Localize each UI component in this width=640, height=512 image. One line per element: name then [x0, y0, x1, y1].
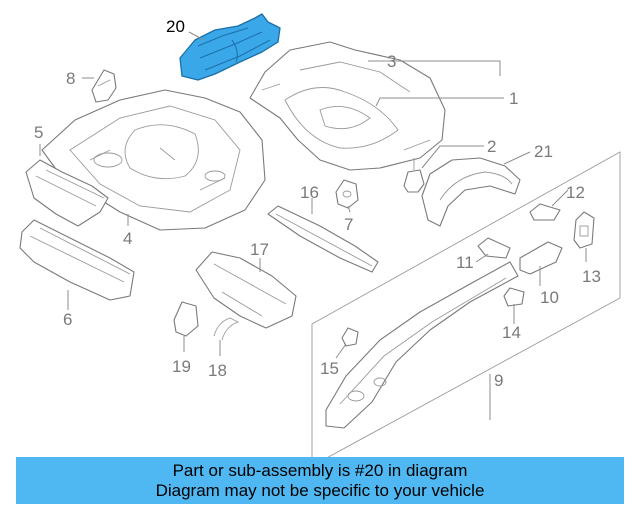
- part-21-wheelhouse[interactable]: [421, 157, 521, 227]
- part-9-side-member-panel[interactable]: [311, 151, 621, 467]
- part-1-rear-floor-pan[interactable]: [249, 41, 446, 171]
- part-15-bracket[interactable]: [341, 327, 359, 347]
- callout-13: 13: [582, 267, 601, 286]
- callout-9: 9: [494, 371, 503, 390]
- callout-3: 3: [387, 52, 396, 71]
- callout-17: 17: [250, 240, 269, 259]
- callout-6: 6: [63, 310, 72, 329]
- part-12-plate[interactable]: [529, 203, 561, 221]
- callout-16: 16: [300, 183, 319, 202]
- part-17-tunnel-cover[interactable]: [195, 251, 297, 329]
- part-18-clip[interactable]: [213, 317, 240, 341]
- callout-14: 14: [502, 323, 521, 342]
- callout-labels: 20 3 1 2 21 8 5 4 6 16 7 17 19 18 12 11 …: [34, 17, 601, 390]
- part-14-bracket[interactable]: [503, 287, 525, 307]
- part-19-bracket[interactable]: [173, 301, 199, 337]
- part-7-bracket[interactable]: [335, 179, 359, 209]
- part-2-bolt[interactable]: [403, 158, 425, 193]
- callout-7: 7: [344, 215, 353, 234]
- callout-4: 4: [123, 229, 132, 248]
- callout-18: 18: [208, 361, 227, 380]
- info-banner: Part or sub-assembly is #20 in diagram D…: [16, 457, 624, 504]
- callout-10: 10: [540, 288, 559, 307]
- banner-line-2: Diagram may not be specific to your vehi…: [155, 480, 485, 500]
- leader-lines: [39, 31, 587, 420]
- part-6-crossmember[interactable]: [19, 219, 135, 301]
- callout-15: 15: [320, 359, 339, 378]
- callout-8: 8: [66, 69, 75, 88]
- callout-21: 21: [534, 142, 553, 161]
- callout-19: 19: [172, 357, 191, 376]
- part-10-channel[interactable]: [519, 241, 563, 275]
- callout-2: 2: [487, 137, 496, 156]
- part-20-highlighted[interactable]: [179, 13, 281, 81]
- callout-1: 1: [509, 89, 518, 108]
- part-11-bracket[interactable]: [477, 237, 511, 259]
- callout-20: 20: [166, 17, 185, 36]
- part-13-gusset[interactable]: [573, 211, 595, 249]
- callout-5: 5: [34, 123, 43, 142]
- callout-11: 11: [456, 253, 474, 272]
- part-8-bracket[interactable]: [91, 69, 117, 103]
- banner-line-1: Part or sub-assembly is #20 in diagram: [172, 460, 468, 480]
- callout-12: 12: [566, 183, 585, 202]
- part-16-rail[interactable]: [267, 205, 379, 273]
- part-5-sill-reinforcement[interactable]: [25, 159, 109, 227]
